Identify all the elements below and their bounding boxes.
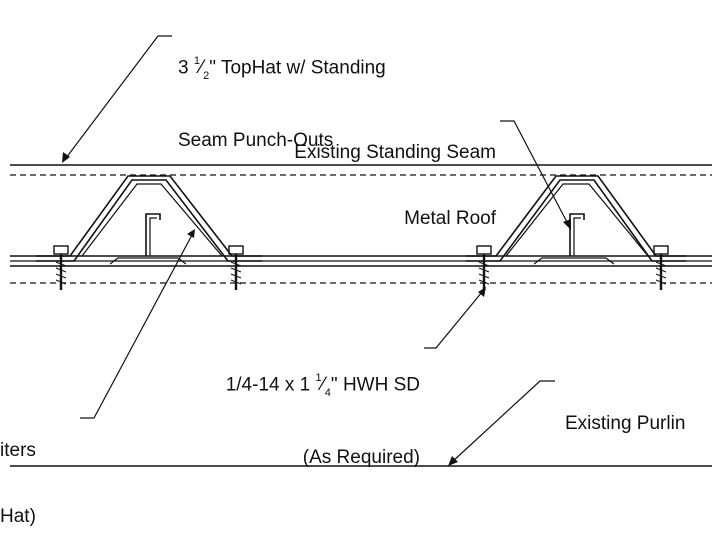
fraction-one-half: 1⁄2	[193, 55, 210, 83]
leader-left-partial	[80, 229, 195, 419]
tophat-left	[36, 175, 262, 265]
fraction-one-quarter: 1⁄4	[315, 372, 331, 400]
callout-roof: Existing Standing Seam Metal Roof	[294, 142, 496, 229]
leader-roof	[500, 120, 571, 230]
screw-4	[653, 245, 669, 290]
section-detail-drawing	[10, 35, 712, 467]
callout-left-partial: iters Hat)	[0, 440, 36, 527]
callout-purlin: Existing Purlin	[565, 413, 686, 434]
leader-purlin	[448, 380, 555, 466]
leader-screw	[424, 287, 486, 349]
leader-tophat	[62, 35, 172, 163]
callout-tophat: 3 1⁄2" TopHat w/ Standing Seam Punch-Out…	[178, 55, 386, 152]
screw-2	[228, 245, 244, 290]
tophat-right	[466, 175, 686, 265]
screw-1	[53, 245, 69, 290]
callout-screw: 1/4-14 x 1 1⁄4" HWH SD (As Required)	[225, 372, 420, 469]
screw-3	[476, 245, 492, 290]
